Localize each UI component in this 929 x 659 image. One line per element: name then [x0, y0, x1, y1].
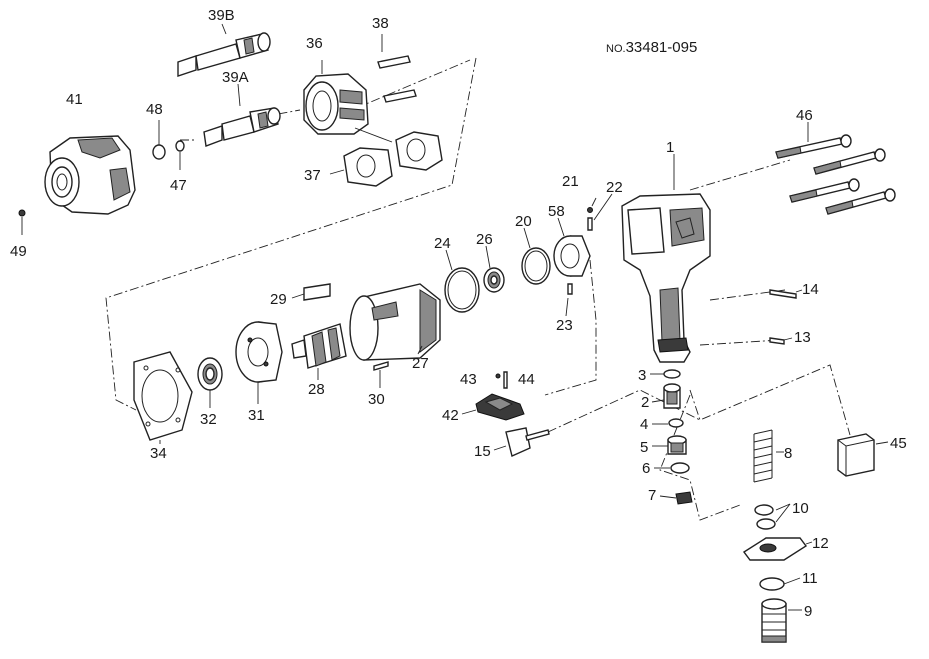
part-10-o-ring-b [756, 518, 776, 530]
callout-39a: 39A [222, 69, 249, 86]
callout-2: 2 [641, 394, 649, 411]
callout-13: 13 [794, 329, 811, 346]
callout-21: 21 [562, 173, 579, 190]
part-46-bolts [775, 134, 896, 215]
callout-8: 8 [784, 445, 792, 462]
part-45-filter-block [837, 433, 875, 477]
callout-47: 47 [170, 177, 187, 194]
part-7-spring [675, 491, 693, 505]
part-14-pin [769, 289, 797, 299]
part-47-ring [175, 140, 185, 152]
part-5-valve [667, 435, 687, 455]
callout-46: 46 [796, 107, 813, 124]
callout-48: 48 [146, 101, 163, 118]
part-43-ball [495, 373, 501, 379]
part-42-reverse-lever [475, 393, 525, 421]
part-58-bushing [553, 235, 591, 277]
part-37-hammers [343, 131, 443, 187]
callout-10: 10 [792, 500, 809, 517]
part-39a-anvil [203, 107, 281, 147]
callout-45: 45 [890, 435, 907, 452]
callout-20: 20 [515, 213, 532, 230]
part-10-o-ring-a [754, 504, 774, 516]
callout-43: 43 [460, 371, 477, 388]
callout-7: 7 [648, 487, 656, 504]
part-39b-anvil [177, 32, 271, 77]
callout-39b: 39B [208, 7, 235, 24]
callout-9: 9 [804, 603, 812, 620]
part-13-pin [769, 337, 785, 345]
part-21-ball [587, 207, 593, 213]
callout-34: 34 [150, 445, 167, 462]
callout-37: 37 [304, 167, 321, 184]
part-49-ball [18, 209, 26, 217]
callout-3: 3 [638, 367, 646, 384]
part-32-bearing [197, 357, 223, 391]
callout-4: 4 [640, 416, 648, 433]
callout-12: 12 [812, 535, 829, 552]
callout-58: 58 [548, 203, 565, 220]
part-28-rotor [291, 323, 347, 369]
callout-30: 30 [368, 391, 385, 408]
part-41-nose-housing [44, 135, 136, 215]
part-8-spring [753, 429, 773, 483]
part-23-pin [567, 283, 573, 295]
callout-42: 42 [442, 407, 459, 424]
part-20-ring [521, 247, 551, 285]
callout-22: 22 [606, 179, 623, 196]
part-22-spring [587, 217, 593, 231]
part-9-air-inlet [761, 598, 787, 643]
part-44-spring [503, 371, 508, 389]
callout-labels: 1 2 3 4 5 6 7 8 9 10 11 12 13 14 15 20 2… [10, 7, 907, 620]
callout-49: 49 [10, 243, 27, 260]
callout-1: 1 [666, 139, 674, 156]
callout-15: 15 [474, 443, 491, 460]
callout-26: 26 [476, 231, 493, 248]
part-2-valve-bushing [663, 383, 681, 409]
part-1-housing [621, 193, 711, 363]
callout-32: 32 [200, 411, 217, 428]
part-36-hammer-cage [303, 73, 369, 135]
callout-44: 44 [518, 371, 535, 388]
part-6-o-ring [670, 462, 690, 474]
callout-23: 23 [556, 317, 573, 334]
callout-31: 31 [248, 407, 265, 424]
callout-29: 29 [270, 291, 287, 308]
callout-38: 38 [372, 15, 389, 32]
part-30-pin [373, 361, 389, 371]
part-12-regulator [742, 537, 808, 561]
callout-5: 5 [640, 439, 648, 456]
part-24-o-ring [444, 267, 480, 313]
callout-6: 6 [642, 460, 650, 477]
part-34-gasket [133, 351, 193, 441]
callout-27: 27 [412, 355, 429, 372]
part-31-end-plate [235, 321, 283, 383]
document-number: NO.33481-095 [606, 39, 697, 56]
callout-24: 24 [434, 235, 451, 252]
part-48-o-ring [152, 144, 166, 160]
part-15-trigger [505, 427, 550, 457]
part-4-o-ring [668, 418, 684, 428]
part-26-bearing [483, 267, 505, 293]
part-3-o-ring [663, 369, 681, 379]
callout-14: 14 [802, 281, 819, 298]
part-27-cylinder [349, 283, 441, 361]
part-38-pins [377, 55, 417, 103]
part-29-vane [303, 283, 331, 301]
part-11-o-ring [759, 577, 785, 591]
callout-36: 36 [306, 35, 323, 52]
callout-28: 28 [308, 381, 325, 398]
callout-41: 41 [66, 91, 83, 108]
callout-11: 11 [802, 570, 818, 587]
